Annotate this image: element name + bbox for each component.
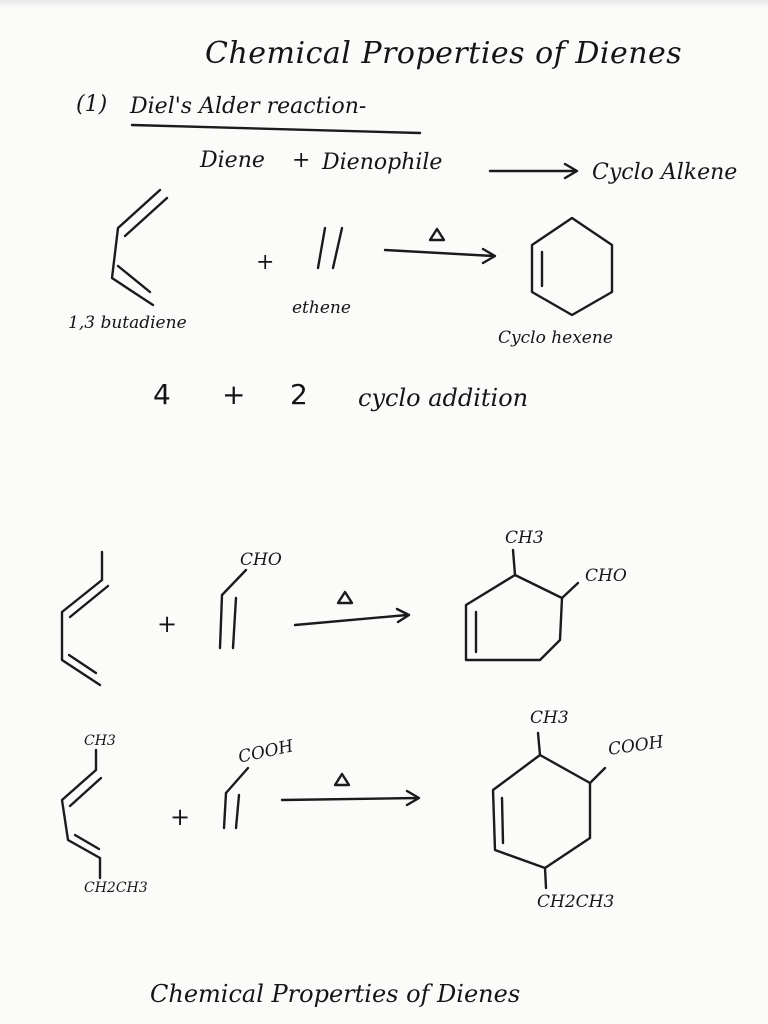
cycloaddition-plus: +: [222, 378, 246, 411]
cyclohexene-structure: [530, 216, 614, 317]
reaction1-plus: +: [256, 250, 275, 275]
equation-diene: Diene: [200, 148, 265, 173]
reaction3-plus: +: [170, 803, 191, 831]
acrolein-structure: [218, 568, 248, 650]
butadiene-label: 1,3 butadiene: [68, 313, 187, 333]
cycloaddition-phrase: cyclo addition: [358, 384, 529, 412]
heat-symbol-1: [428, 227, 446, 242]
equation-dienophile: Dienophile: [322, 150, 443, 175]
reaction3-diene-methyl: CH3: [84, 733, 116, 749]
product-structure-3: [491, 731, 607, 890]
equation-plus: +: [292, 148, 311, 173]
reaction2-product-methyl: CH3: [505, 528, 544, 548]
page-title: Chemical Properties of Dienes: [205, 36, 683, 71]
reaction2-plus: +: [157, 610, 178, 638]
cycloaddition-four: 4: [153, 378, 171, 411]
general-arrow: [488, 162, 579, 180]
diene-structure-2: [60, 550, 110, 687]
equation-product: Cyclo Alkene: [592, 160, 738, 185]
footer-title: Chemical Properties of Dienes: [150, 980, 521, 1008]
heat-symbol-3: [333, 772, 351, 787]
reaction1-arrow: [383, 247, 497, 265]
acrylic-acid-structure: [222, 766, 250, 830]
butadiene-structure: [110, 188, 169, 307]
section-heading: Diel's Alder reaction-: [130, 94, 367, 119]
reaction3-diene-ethyl: CH2CH3: [84, 880, 148, 896]
reaction3-arrow: [280, 789, 421, 807]
top-shadow: [0, 0, 768, 8]
reaction2-dienophile-group: CHO: [240, 550, 282, 570]
ethene-structure: [316, 226, 344, 270]
reaction2-product-aldehyde: CHO: [585, 566, 627, 586]
heading-underline: [130, 123, 422, 135]
heat-symbol-2: [336, 590, 354, 605]
product-structure-2: [464, 548, 580, 662]
reaction3-product-ethyl: CH2CH3: [537, 892, 615, 912]
ethene-label: ethene: [292, 298, 351, 318]
reaction2-arrow: [293, 607, 411, 627]
cycloaddition-two: 2: [290, 378, 308, 411]
cyclohexene-label: Cyclo hexene: [498, 328, 613, 348]
section-number: (1): [76, 92, 108, 117]
reaction3-product-methyl: CH3: [530, 708, 569, 728]
diene-structure-3: [60, 748, 103, 880]
